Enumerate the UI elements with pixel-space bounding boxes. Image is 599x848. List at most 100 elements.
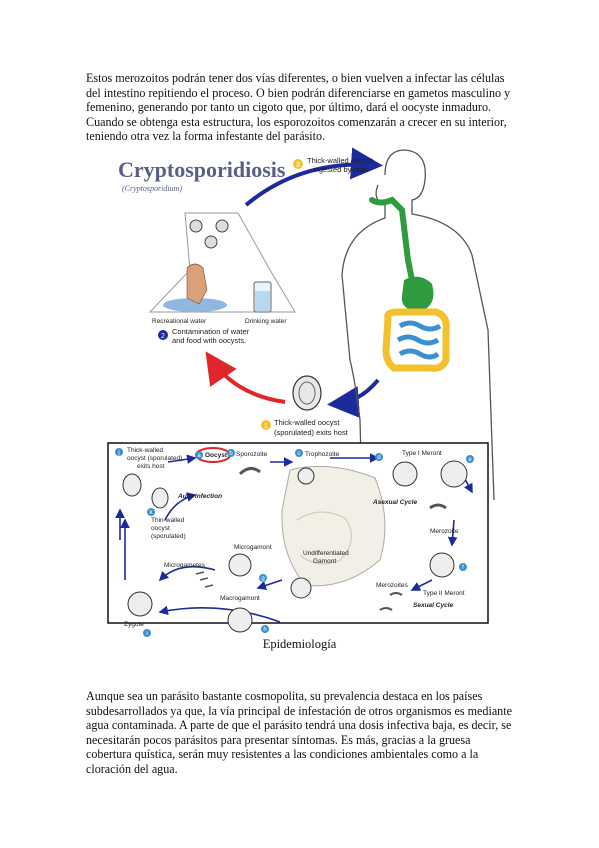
merozoite-image — [429, 503, 447, 510]
figure-title: Cryptosporidiosis — [118, 157, 286, 182]
badge-d — [375, 453, 383, 461]
merozoites-label: Merozoites — [376, 582, 409, 589]
badge-c — [295, 449, 303, 457]
thick-walled-oocyst-image — [122, 473, 142, 497]
swimmer-figure — [186, 263, 208, 305]
badge-c-text: c — [298, 451, 301, 457]
human-silhouette — [341, 149, 495, 501]
cycle-arrow — [410, 579, 433, 591]
body-paragraph: Aunque sea un parásito bastante cosmopol… — [86, 689, 512, 776]
type1-meront-label: Type I Meront — [402, 450, 442, 457]
badge-a-text: a — [197, 453, 201, 459]
step3-label-2: ingested by host — [313, 165, 369, 174]
exit-arrow — [327, 378, 380, 419]
badge-b-text: b — [229, 451, 233, 457]
microgamont-label: Microgamont — [234, 544, 272, 551]
thin-walled-label-3: (sporulated) — [151, 533, 186, 540]
microgametes-image — [195, 571, 214, 588]
cycle-arrow — [158, 605, 281, 623]
thin-walled-oocyst-image — [151, 487, 169, 509]
ingestion-arrow — [244, 147, 383, 207]
oocyst-icon — [215, 219, 229, 233]
oocyst-label: Oocyst — [205, 452, 228, 459]
sporozoite-label: Sporozoite — [236, 451, 267, 458]
sexual-cycle-label: Sexual Cycle — [413, 602, 453, 609]
step2-label-1: Contamination of water — [172, 327, 250, 336]
badge-f-text: f — [462, 565, 464, 571]
large-intestine — [382, 308, 450, 372]
drinking-water-label: Drinking water — [245, 318, 287, 325]
macrogamont-image — [227, 607, 253, 633]
cycle-arrow — [158, 565, 216, 582]
stomach — [401, 276, 434, 312]
step1-label-1: Thick-walled oocyst — [274, 418, 340, 427]
badge-d-text: d — [377, 455, 380, 461]
sporozoite-image — [238, 467, 261, 476]
cycle-arrow — [447, 519, 458, 547]
trophozoite-label: Trophozoite — [305, 451, 339, 458]
type1-meront-mature-image — [440, 460, 468, 488]
undifferentiated-label-1: Undifferentiated — [303, 550, 349, 557]
badge-k-text: k — [150, 510, 154, 516]
esophagus — [369, 196, 415, 283]
merozoites-image — [379, 592, 403, 611]
step1-badge — [261, 420, 271, 430]
badge-g-text: g — [261, 576, 264, 582]
badge-g — [259, 574, 267, 582]
step2-number: 2 — [161, 333, 165, 340]
top-figure: Cryptosporidiosis (Cryptosporidium) 3 Th… — [118, 147, 495, 501]
label-j-1: Thick-walled — [127, 447, 164, 454]
microgamont-image — [228, 553, 252, 577]
step3-number: 3 — [296, 162, 300, 169]
sporozoites-inside — [298, 381, 316, 405]
badge-i — [143, 629, 151, 637]
oocyst-icon — [204, 235, 218, 249]
macrogamont-label: Macrogamont — [220, 595, 260, 602]
recreational-water-label: Recreational water — [152, 318, 207, 325]
small-intestine — [396, 320, 442, 360]
badge-h-text: h — [263, 627, 266, 633]
oocyst-icon — [189, 219, 203, 233]
undifferentiated-gamont-image — [290, 577, 312, 599]
epithelial-cell-image — [281, 465, 386, 587]
badge-b — [227, 449, 235, 457]
badge-e — [466, 455, 474, 463]
badge-a — [195, 451, 203, 459]
glass-water-fill — [255, 291, 270, 311]
section-caption: Epidemiología — [262, 637, 337, 651]
trophozoite-image — [297, 467, 315, 485]
cycle-arrow — [164, 492, 197, 521]
step2-label-2: and food with oocysts. — [172, 336, 246, 345]
contamination-arrow — [205, 351, 286, 404]
type2-meront-image — [429, 552, 455, 578]
zygote-image — [127, 591, 153, 617]
microgametes-label: Microgametes — [164, 562, 206, 569]
thin-walled-label-2: oocyst — [151, 525, 170, 532]
step1-number: 1 — [264, 423, 268, 430]
label-j-2: oocyst (sporulated) — [127, 455, 182, 462]
step3-label-1: Thick-walled oocyst — [307, 156, 373, 165]
thin-walled-label-1: Thin-walled — [151, 517, 185, 524]
step2-badge — [158, 330, 168, 340]
badge-j — [115, 448, 123, 456]
badge-j-text: j — [117, 450, 119, 456]
asexual-cycle-label: Asexual Cycle — [372, 499, 417, 506]
recreational-water-image — [163, 298, 227, 312]
merozoite-label: Merozoite — [430, 528, 459, 535]
badge-e-text: e — [468, 457, 472, 463]
figure-subtitle: (Cryptosporidium) — [122, 184, 182, 193]
badge-k — [147, 508, 155, 516]
bottom-figure: Thick-walled oocyst (sporulated) exits h… — [107, 442, 489, 637]
type1-meront-image — [392, 461, 418, 487]
badge-h — [261, 625, 269, 633]
badge-f — [459, 563, 467, 571]
step3-badge — [293, 159, 303, 169]
cell-texture — [296, 511, 352, 565]
badge-i-text: i — [146, 631, 147, 637]
cycle-arrow — [256, 579, 283, 591]
auto-infection-label: Auto-infection — [177, 493, 222, 500]
zygote-label: Zygote — [124, 621, 144, 628]
sporulated-oocyst-image — [292, 375, 322, 411]
type2-meront-label: Type II Meront — [423, 590, 465, 597]
